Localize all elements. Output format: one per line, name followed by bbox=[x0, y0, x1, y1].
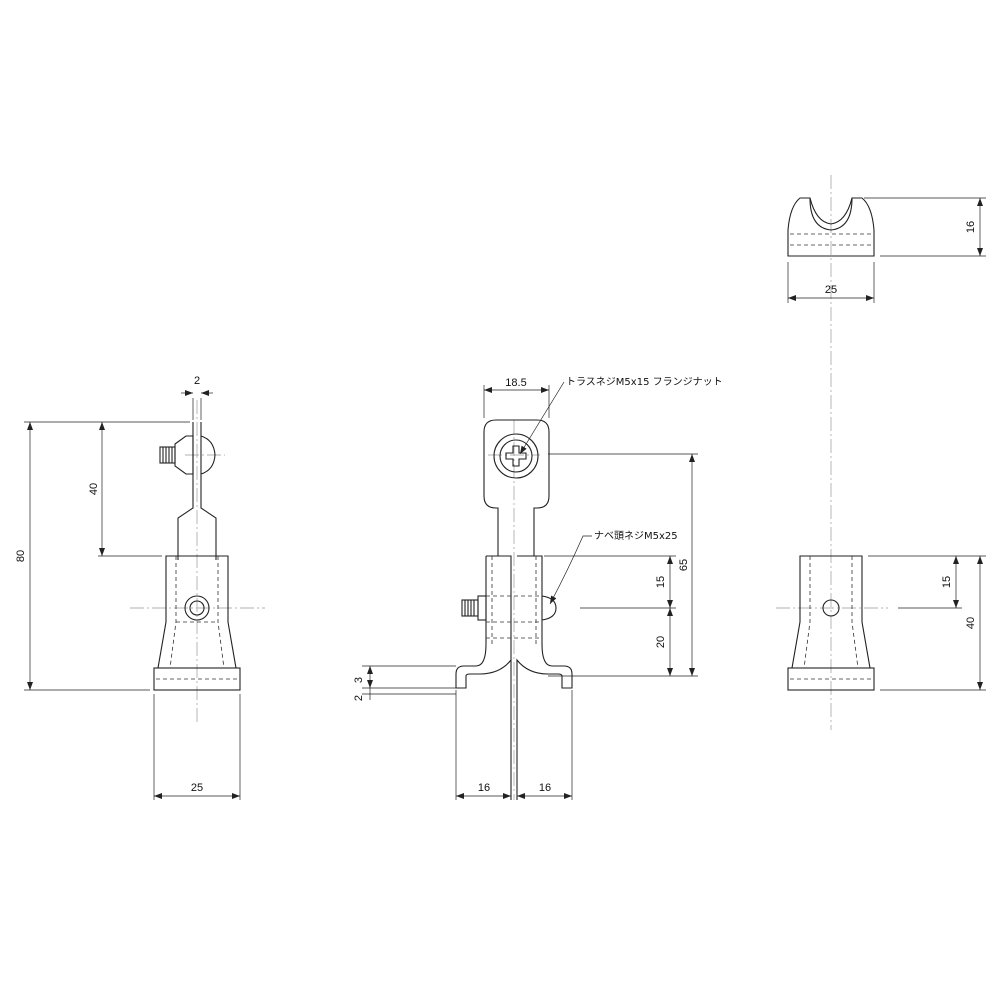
dim-front-16-right: 16 bbox=[539, 782, 551, 794]
dim-front-15: 15 bbox=[655, 576, 667, 588]
front-view-dimensions: 18.5 トラスネジM5x15 フランジナット ナベ頭ネジM5x25 65 15… bbox=[353, 376, 723, 800]
rear-view-dimensions: 15 40 bbox=[868, 555, 986, 691]
dim-right-40: 40 bbox=[965, 617, 977, 629]
dim-front-16-left: 16 bbox=[478, 782, 490, 794]
front-view bbox=[455, 419, 573, 800]
dim-right-15: 15 bbox=[941, 576, 953, 588]
note-truss-screw: トラスネジM5x15 フランジナット bbox=[566, 376, 723, 388]
top-view-dimensions: 16 25 bbox=[787, 197, 986, 303]
dim-top-16: 16 bbox=[965, 221, 977, 233]
side-view bbox=[130, 400, 265, 725]
side-view-dimensions: 2 80 40 25 bbox=[15, 375, 241, 800]
dim-front-2: 2 bbox=[353, 695, 365, 701]
dim-left-25: 25 bbox=[191, 782, 203, 794]
dim-top-25: 25 bbox=[825, 284, 837, 296]
note-pan-screw: ナベ頭ネジM5x25 bbox=[594, 530, 678, 542]
top-view bbox=[787, 175, 875, 730]
dim-left-40: 40 bbox=[88, 483, 100, 495]
dim-front-20: 20 bbox=[655, 636, 667, 648]
dim-front-3: 3 bbox=[353, 677, 365, 683]
dim-left-80: 80 bbox=[15, 550, 27, 562]
rear-view bbox=[776, 555, 888, 691]
dim-left-2: 2 bbox=[194, 375, 200, 387]
dim-front-18-5: 18.5 bbox=[505, 377, 526, 389]
dim-front-65: 65 bbox=[678, 559, 690, 571]
